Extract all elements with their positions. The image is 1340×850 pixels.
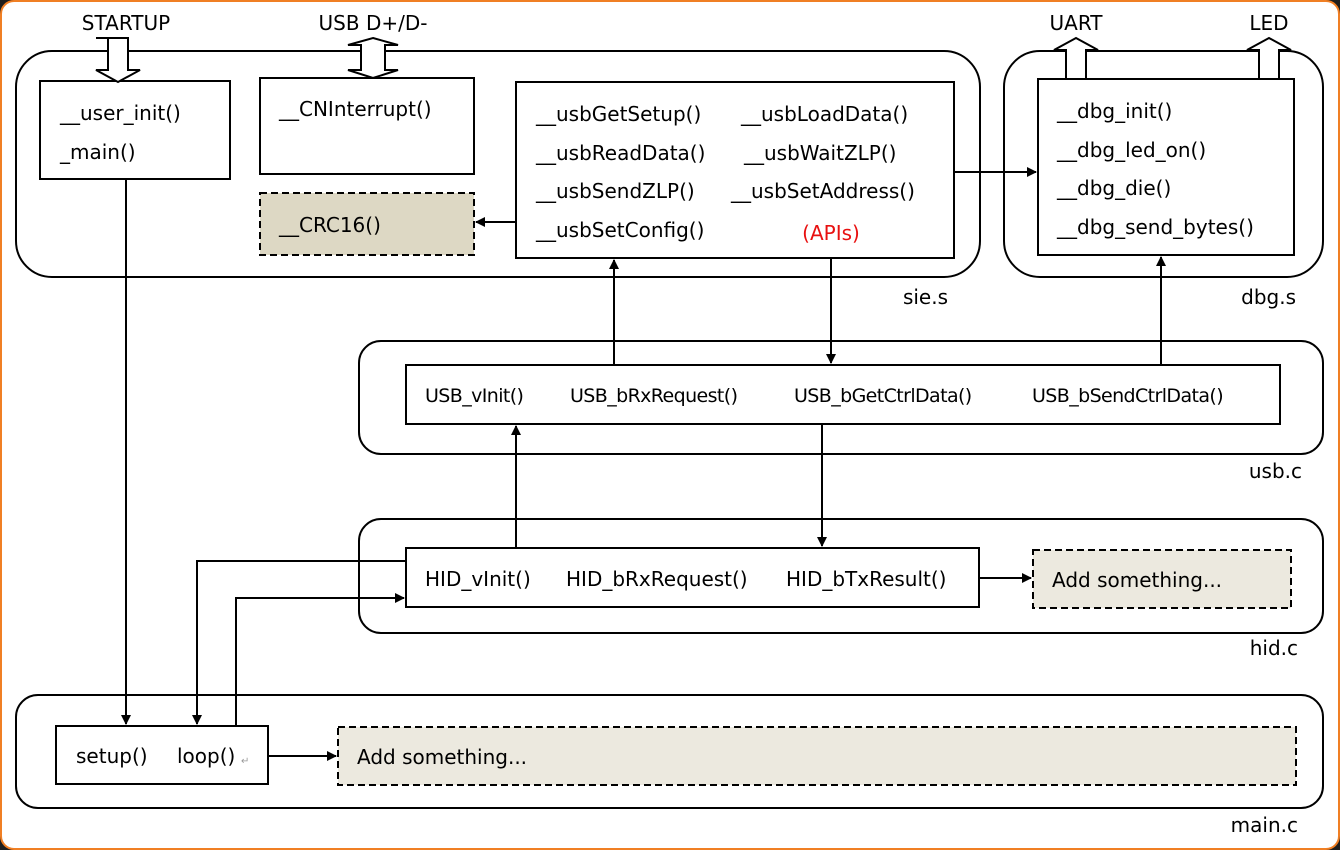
fn-usb-read-data: __usbReadData() [535,141,705,165]
usb-bidirectional-arrow-icon [347,36,399,80]
fn-hid-brxrequest: HID_bRxRequest() [566,567,748,591]
sie-file-label: sie.s [903,285,948,309]
hid-to-loop-arrow [192,560,406,725]
sie-module [15,50,981,278]
usb-file-label: usb.c [1249,459,1302,483]
fn-dbg-send-bytes: __dbg_send_bytes() [1056,215,1254,239]
fn-crc16: __CRC16() [278,213,381,237]
dbg-module [1003,50,1324,278]
main-module [15,694,1324,809]
led-arrow-icon [1246,36,1292,80]
uart-label: UART [1050,11,1104,35]
startup-label: STARTUP [82,11,170,35]
interrupt-box [259,77,475,175]
fn-usb-wait-zlp: __usbWaitZLP() [743,141,896,165]
fn-setup: setup() [76,744,148,768]
main-function-box [55,725,269,785]
hid-placeholder-text: Add something... [1052,568,1222,592]
startup-box [39,80,231,180]
loop-to-hid-arrow [235,593,405,726]
startup-arrow-icon [95,37,141,84]
usb-function-box [405,364,1281,425]
fn-usb-brxrequest: USB_bRxRequest() [570,385,737,407]
led-label: LED [1249,11,1288,35]
hid-module [358,518,1324,634]
return-mark-icon: ↵ [241,756,249,767]
dbg-function-box [1037,78,1295,256]
fn-cninterrupt: __CNInterrupt() [278,97,432,121]
fn-dbg-die: __dbg_die() [1056,176,1171,200]
fn-usb-bsendctrldata: USB_bSendCtrlData() [1032,385,1223,407]
main-placeholder-box [337,726,1297,786]
fn-usb-send-zlp: __usbSendZLP() [535,179,695,203]
main-placeholder-text: Add something... [357,745,527,769]
fn-usb-vinit: USB_vInit() [425,385,523,407]
fn-usb-set-config: __usbSetConfig() [535,218,704,242]
apis-tag: (APIs) [802,221,860,245]
dbg-file-label: dbg.s [1241,285,1296,309]
fn-loop: loop() [177,744,235,768]
uart-arrow-icon [1053,36,1099,80]
hid-function-box [405,547,980,608]
fn-usb-bgetctrldata: USB_bGetCtrlData() [794,385,972,407]
fn-user-init: __user_init() [59,101,181,125]
usb-signal-label: USB D+/D- [319,11,428,35]
sie-api-box [515,81,955,259]
fn-hid-vinit: HID_vInit() [425,567,531,591]
hid-placeholder-box [1032,549,1292,609]
fn-hid-btxresult: HID_bTxResult() [786,567,947,591]
main-file-label: main.c [1231,813,1298,837]
fn-usb-set-address: __usbSetAddress() [730,179,915,203]
fn-dbg-init: __dbg_init() [1056,99,1172,123]
fn-usb-load-data: __usbLoadData() [740,102,908,126]
fn-usb-get-setup: __usbGetSetup() [535,102,701,126]
usb-module [358,340,1324,455]
fn-main: _main() [59,140,136,164]
fn-dbg-led-on: __dbg_led_on() [1056,138,1206,162]
hid-file-label: hid.c [1250,636,1298,660]
crc16-box [259,192,475,256]
